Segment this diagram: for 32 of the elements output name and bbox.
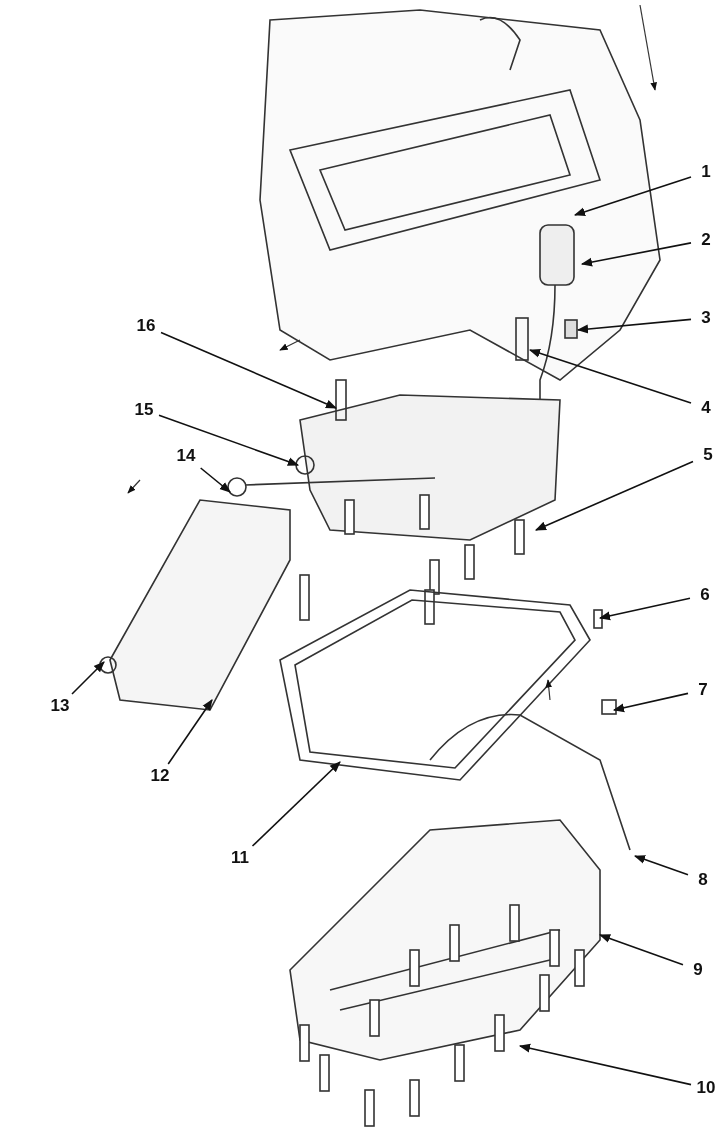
callout-number: 3 xyxy=(693,308,719,328)
callout-number: 12 xyxy=(147,766,173,786)
leader-line xyxy=(199,467,231,493)
callout-number: 13 xyxy=(47,696,73,716)
leader-line xyxy=(534,460,694,531)
leader-line xyxy=(71,661,105,695)
leader-line xyxy=(251,761,341,847)
leader-line xyxy=(518,1043,692,1086)
leader-line xyxy=(612,692,689,713)
leader-line xyxy=(528,348,692,404)
leader-line xyxy=(576,318,692,334)
callout-number: 16 xyxy=(133,316,159,336)
leader-line xyxy=(573,176,692,217)
callout-number: 11 xyxy=(227,848,253,868)
leader-line xyxy=(167,699,213,765)
callout-number: 2 xyxy=(693,230,719,250)
callout-number: 15 xyxy=(131,400,157,420)
callout-number: 4 xyxy=(693,398,719,418)
callout-number: 10 xyxy=(693,1078,719,1098)
callout-number: 8 xyxy=(690,870,716,890)
callout-number: 6 xyxy=(692,585,718,605)
callout-number: 5 xyxy=(695,445,721,465)
callout-number: 1 xyxy=(693,162,719,182)
leader-line xyxy=(598,934,684,966)
leader-line xyxy=(158,414,300,466)
leader-line xyxy=(598,597,691,621)
leader-line xyxy=(633,855,689,876)
leader-line xyxy=(160,331,338,409)
callout-number: 7 xyxy=(690,680,716,700)
callout-number: 14 xyxy=(173,446,199,466)
leader-line xyxy=(580,242,692,267)
callout-number: 9 xyxy=(685,960,711,980)
